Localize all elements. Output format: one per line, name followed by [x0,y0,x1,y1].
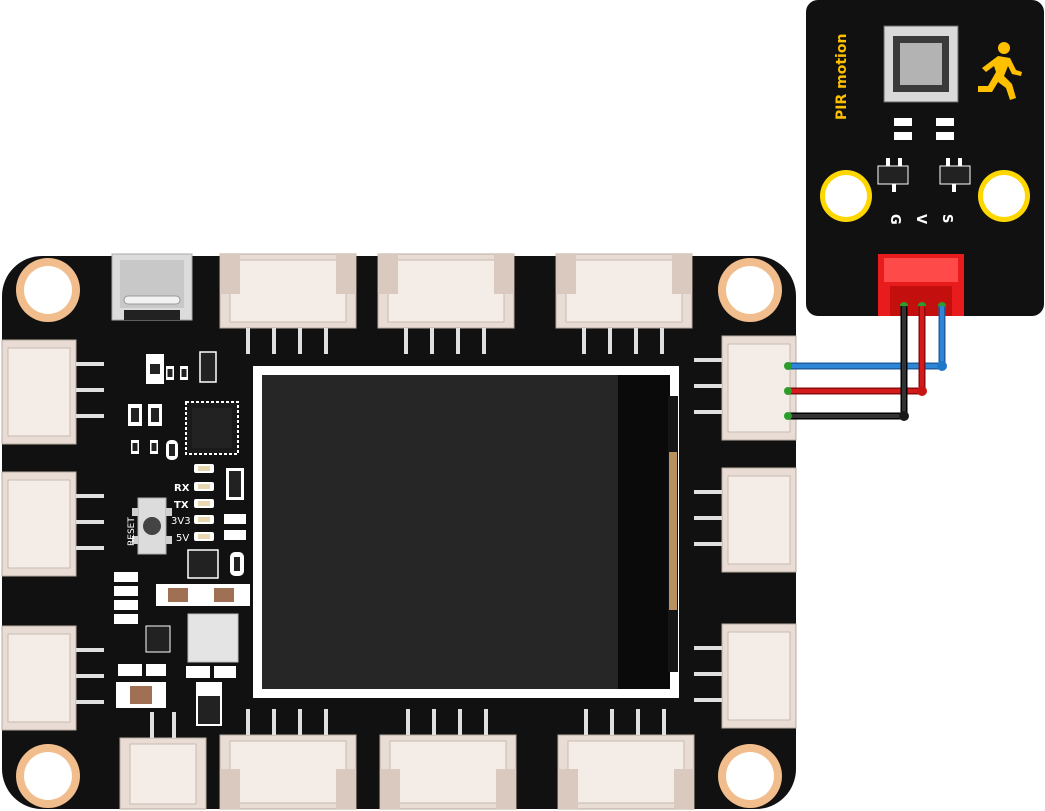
regulator-mark: 5 [231,363,241,369]
pin-label-s: S [939,214,954,223]
smd-components [114,351,250,726]
mount-hole-top-right [718,258,782,322]
pin-label-g: G [887,214,902,225]
running-person-icon [978,42,1022,100]
wire-signal [784,306,947,371]
wire-gnd [784,306,909,421]
connector-bottom-small[interactable] [119,712,207,810]
mount-hole-bottom-right [718,744,782,808]
wires [784,306,947,421]
pir-header-connector[interactable] [878,254,964,316]
pir-sensor [883,25,959,103]
mcu-chip [185,401,239,455]
mount-hole-bottom-left [16,744,80,808]
led-5v [194,532,214,541]
led-rx [194,482,214,491]
led-3v3 [194,515,214,524]
main-controller-board: RX TX 3V3 5V RESET 5 [1,253,797,810]
module-hole-right [978,170,1030,222]
lcd-display [253,366,679,698]
label-3v3: 3V3 [171,516,191,527]
led-tx [194,499,214,508]
reset-button[interactable] [132,497,172,555]
pir-motion-module: PIR motion G V S [806,0,1044,316]
pin-label-v: V [913,214,928,224]
mount-hole-top-left [16,258,80,322]
pir-title: PIR motion [834,34,850,120]
label-tx: TX [174,500,189,511]
usb-c-port[interactable] [111,253,193,321]
label-5v: 5V [176,533,189,544]
label-reset: RESET [127,517,137,546]
label-rx: RX [174,483,190,494]
pir-smd-parts [877,118,971,192]
wire-vcc [784,306,927,396]
module-hole-left [820,170,872,222]
